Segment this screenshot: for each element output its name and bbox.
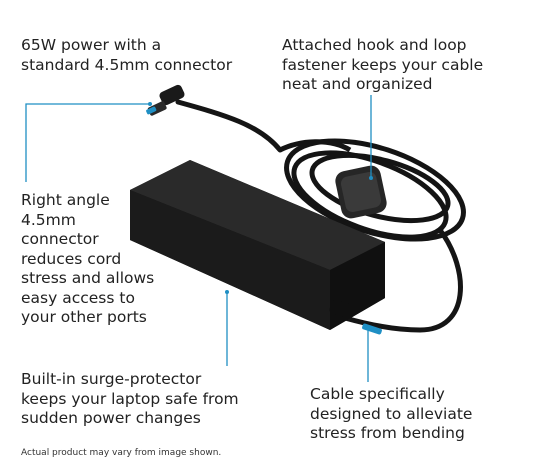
output-cable (342, 227, 463, 333)
callout-cable: Cable specifically designed to alleviate… (310, 385, 473, 442)
callout-connector-power: 65W power with a standard 4.5mm connecto… (21, 36, 233, 74)
callout-right-angle: Right angle 4.5mm connector reduces cord… (21, 191, 155, 326)
disclaimer-text: Actual product may vary from image shown… (21, 448, 222, 458)
callout-surge-protector: Built-in surge-protector keeps your lapt… (21, 370, 239, 427)
connector-plug (146, 84, 185, 116)
coiled-cable (278, 138, 466, 242)
leader-lines (25, 95, 372, 382)
callout-fastener: Attached hook and loop fastener keeps yo… (282, 36, 484, 93)
leader-dots (148, 102, 373, 330)
adapter-brick (130, 160, 385, 330)
strain-relief (329, 300, 355, 318)
velcro-strap (335, 165, 387, 219)
connector-cable (175, 99, 283, 153)
